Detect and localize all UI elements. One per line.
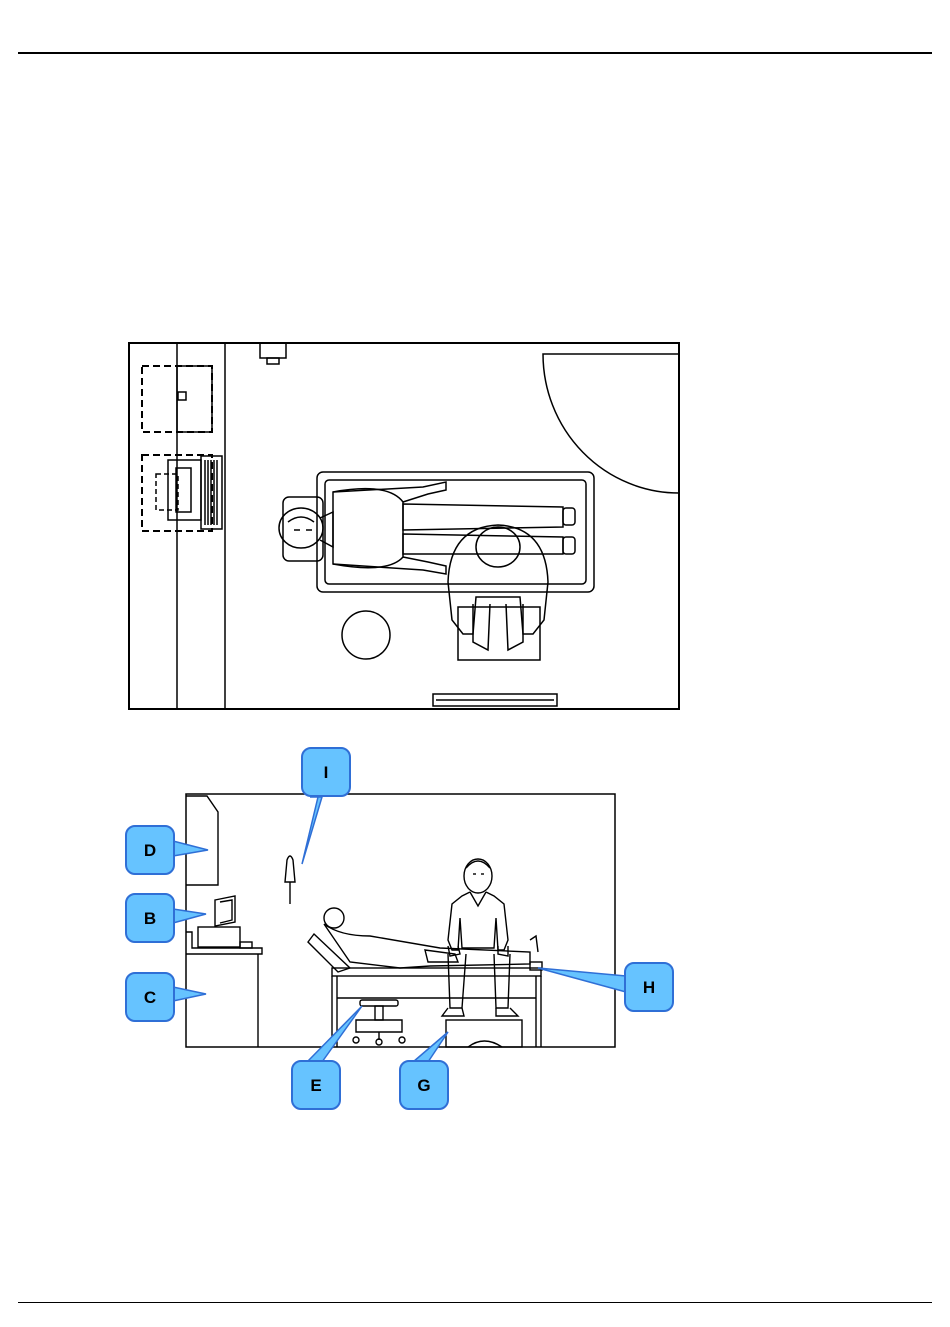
wall-lamp-topview	[260, 343, 286, 364]
callout-D[interactable]: D	[126, 826, 208, 874]
room-plan-view	[128, 342, 681, 712]
callout-label-E: E	[310, 1076, 321, 1095]
patient-reclining	[308, 908, 538, 972]
callouts: I D B C H E	[126, 748, 673, 1109]
callout-C[interactable]: C	[126, 973, 206, 1021]
desk	[186, 932, 262, 1047]
callout-label-B: B	[144, 909, 156, 928]
callout-label-G: G	[417, 1076, 430, 1095]
examination-couch	[332, 962, 542, 1047]
callout-I[interactable]: I	[302, 748, 350, 864]
footstool-step	[446, 1020, 522, 1047]
wall-cabinet-upper	[142, 366, 212, 432]
callout-H[interactable]: H	[538, 963, 673, 1011]
wall-radiator-topview	[433, 694, 557, 706]
wall-lamp	[285, 856, 295, 904]
callout-E[interactable]: E	[292, 1006, 362, 1109]
round-stool-topview	[342, 611, 390, 659]
header-rule	[18, 52, 932, 54]
callout-B[interactable]: B	[126, 894, 206, 942]
patient-lying-topview	[279, 482, 575, 574]
callout-label-D: D	[144, 841, 156, 860]
doctor-sitting-on-couch	[442, 859, 518, 1016]
computer-monitor	[198, 896, 252, 948]
consultation-room-side-view: I D B C H E	[110, 740, 690, 1120]
footer-rule	[18, 1302, 932, 1303]
wall-cabinet	[186, 796, 218, 885]
callout-label-I: I	[324, 763, 329, 782]
callout-G[interactable]: G	[400, 1032, 448, 1109]
callout-label-C: C	[144, 988, 156, 1007]
desk-with-computer	[142, 455, 222, 531]
callout-label-H: H	[643, 978, 655, 997]
